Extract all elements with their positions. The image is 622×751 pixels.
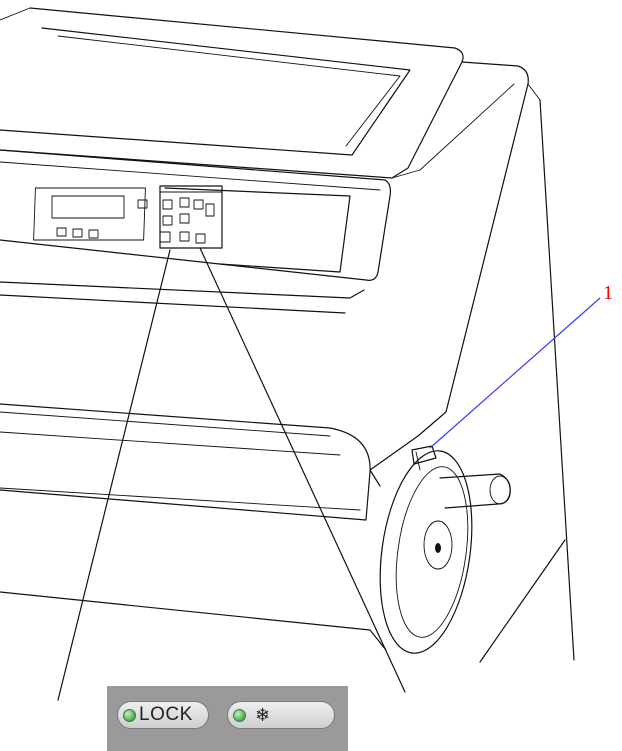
leader-line-left: [57, 249, 171, 701]
lock-button-label: LOCK: [139, 704, 193, 725]
deck: [0, 403, 371, 521]
control-panel-strip: LOCK ❄: [107, 686, 348, 751]
body-right-edge: [369, 61, 529, 487]
shelf-lines: [0, 281, 365, 314]
side-panel: [539, 99, 575, 661]
lid-outline: [0, 7, 464, 179]
freeze-button[interactable]: ❄: [227, 701, 335, 729]
snowflake-icon: ❄: [255, 704, 271, 725]
screen-outline: [0, 27, 411, 156]
base-line: [0, 591, 387, 651]
led-indicator-icon: [233, 708, 246, 722]
led-indicator-icon: [123, 708, 136, 722]
callout-number: 1: [603, 282, 613, 304]
lock-button[interactable]: LOCK: [117, 701, 209, 729]
keypad: [33, 185, 223, 249]
leader-line-right: [199, 247, 406, 693]
handwheel: [379, 445, 511, 654]
front-panel: [0, 149, 392, 281]
callout-leader: [429, 297, 601, 449]
